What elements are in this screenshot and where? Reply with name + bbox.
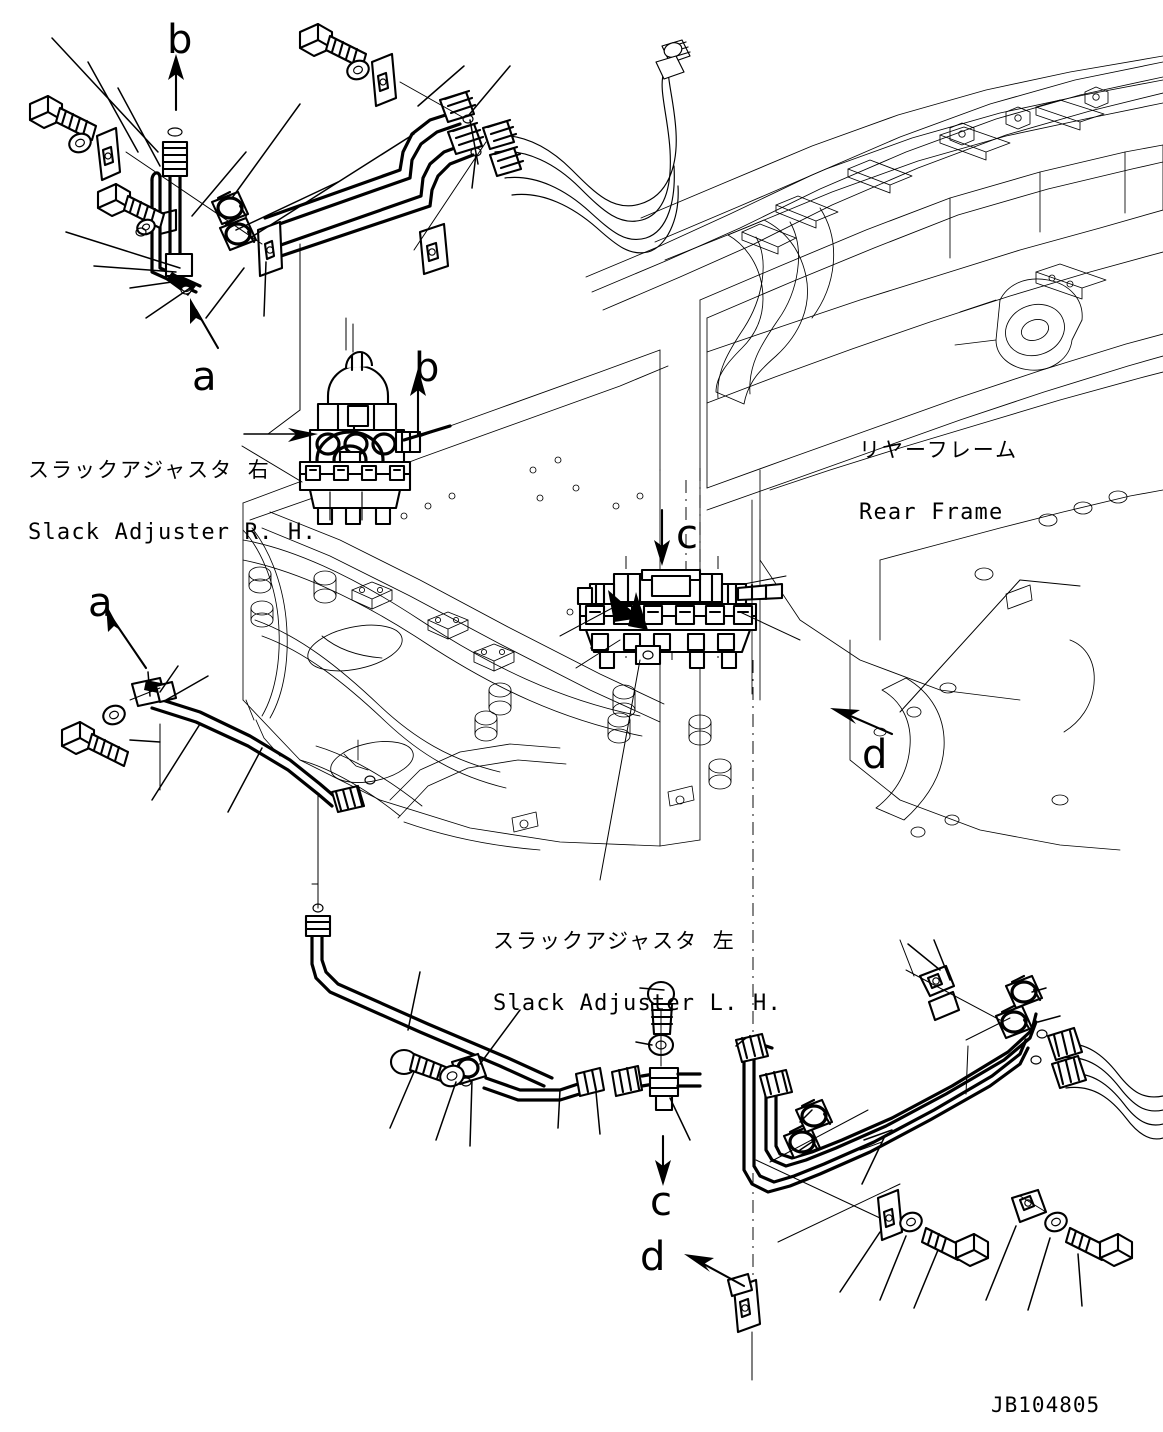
bolt-lower-center bbox=[646, 980, 676, 1036]
clamp-plate-br-1 bbox=[876, 1188, 904, 1242]
tube-assembly-mid-left bbox=[60, 676, 376, 814]
label-rear-frame-en: Rear Frame bbox=[859, 500, 1004, 526]
brake-hose-upper-right bbox=[481, 39, 691, 254]
bolt-upper-left-2 bbox=[96, 182, 166, 230]
bolt-upper-left-1 bbox=[28, 94, 98, 142]
clamp-mid-upper bbox=[418, 222, 450, 276]
washer-upper-left-2 bbox=[136, 218, 156, 236]
washer-upper-center bbox=[346, 59, 370, 81]
label-slack-adjuster-lh: スラックアジャスタ 左 Slack Adjuster L. H. bbox=[493, 891, 782, 1055]
callout-c-upper: c bbox=[676, 512, 698, 558]
bolt-mid-left bbox=[60, 720, 130, 768]
label-slack-adjuster-lh-jp: スラックアジャスタ 左 bbox=[493, 928, 736, 953]
washer-br-1 bbox=[899, 1211, 923, 1233]
washer-mid-left bbox=[102, 704, 126, 726]
slack-adjuster-rh-assembly bbox=[298, 350, 452, 526]
label-rear-frame: リヤーフレーム Rear Frame bbox=[859, 400, 1018, 564]
callout-a-upper: a bbox=[192, 354, 217, 400]
label-slack-adjuster-rh-jp: スラックアジャスタ 右 bbox=[28, 457, 271, 482]
leader-lines bbox=[51, 37, 1083, 1381]
tube-assembly-upper-left bbox=[28, 22, 485, 296]
clamp-upper-center bbox=[370, 52, 398, 108]
label-slack-adjuster-rh-en: Slack Adjuster R. H. bbox=[28, 520, 317, 546]
bolt-br-2 bbox=[1064, 1226, 1134, 1268]
tube-clamp-lower-right-d bbox=[1004, 974, 1044, 1010]
clamp-lower-right-2 bbox=[927, 990, 961, 1022]
callout-b-top: b bbox=[167, 17, 193, 63]
tube-clamp-lower-right-a bbox=[782, 1124, 822, 1160]
bolt-br-1 bbox=[920, 1226, 990, 1268]
bolt-lower-left bbox=[389, 1048, 450, 1084]
callout-d-lower: d bbox=[640, 1234, 666, 1280]
callout-a-left: a bbox=[88, 580, 113, 626]
tube-assembly-lower-right bbox=[726, 964, 1163, 1334]
tube-clamp-lower-right-b bbox=[794, 1098, 834, 1134]
tube-clamp-upper-b bbox=[218, 216, 258, 252]
slack-adjuster-lh-assembly bbox=[576, 568, 784, 670]
callout-arrows bbox=[106, 54, 894, 1288]
callout-c-lower: c bbox=[650, 1179, 672, 1225]
label-slack-adjuster-lh-en: Slack Adjuster L. H. bbox=[493, 991, 782, 1017]
clamp-plate-br-2 bbox=[1010, 1188, 1048, 1224]
tube-clamp-lower-right-c bbox=[994, 1004, 1034, 1040]
rear-frame-structure bbox=[242, 55, 1163, 851]
clamp-lower-right-1 bbox=[918, 964, 956, 998]
callout-d-right: d bbox=[862, 732, 888, 778]
washer-upper-left-1 bbox=[68, 132, 92, 154]
label-rear-frame-jp: リヤーフレーム bbox=[859, 437, 1019, 462]
washer-br-2 bbox=[1044, 1211, 1068, 1233]
clamp-upper-left-1 bbox=[95, 126, 122, 182]
drawing-number: JB104805 bbox=[991, 1393, 1101, 1417]
label-slack-adjuster-rh: スラックアジャスタ 右 Slack Adjuster R. H. bbox=[28, 420, 317, 584]
callout-b-mid: b bbox=[414, 345, 440, 391]
